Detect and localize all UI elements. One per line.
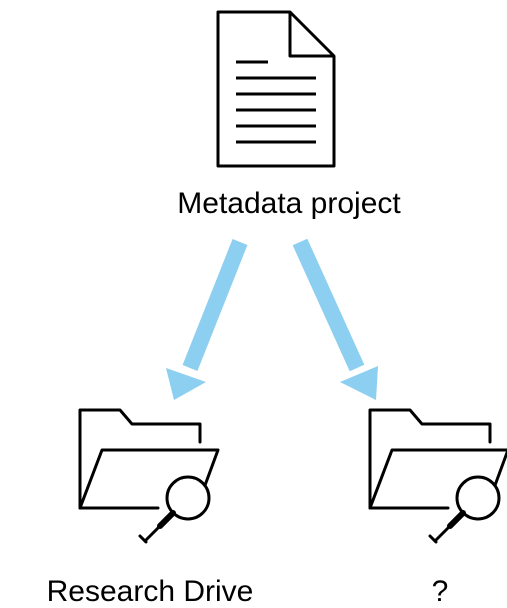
- node-label-metadata-project: Metadata project: [177, 187, 401, 220]
- arrow-to-unknown: [292, 238, 378, 400]
- node-label-unknown: ?: [431, 575, 449, 608]
- document-icon: [216, 10, 336, 168]
- arrow-to-research-drive: [166, 239, 248, 400]
- node-label-research-drive: Research Drive: [46, 575, 254, 608]
- folder-search-icon: [78, 408, 220, 544]
- folder-search-icon: [368, 408, 507, 544]
